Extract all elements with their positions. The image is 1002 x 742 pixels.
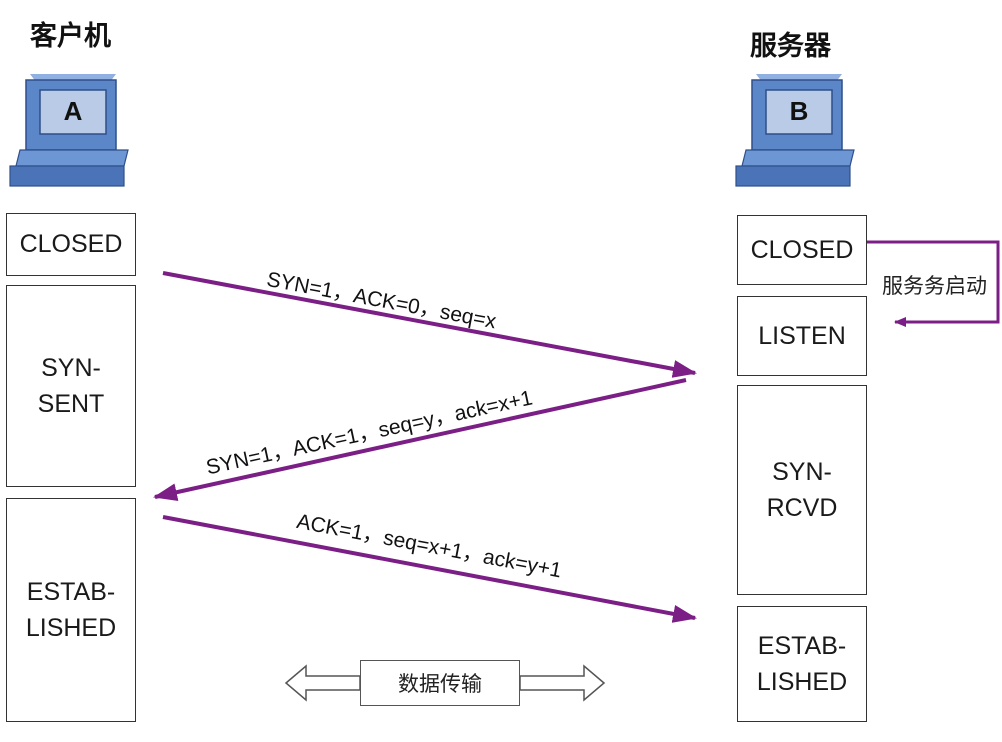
- syn-arrow: [162, 271, 697, 378]
- client-state-syn-sent-line1: SYN-: [41, 353, 101, 382]
- left-transfer-arrow-icon: [284, 664, 361, 702]
- client-state-syn-sent-line2: SENT: [37, 390, 105, 418]
- server-state-listen-label: LISTEN: [758, 321, 846, 350]
- client-computer-icon: A: [9, 74, 129, 187]
- client-state-closed: CLOSED: [6, 213, 136, 276]
- server-state-established-line2: LISHED: [756, 668, 848, 696]
- client-state-established-line2: LISHED: [25, 614, 117, 642]
- server-state-syn-rcvd-line1: SYN-: [772, 457, 832, 486]
- server-state-syn-rcvd-line2: RCVD: [766, 494, 838, 522]
- server-state-syn-rcvd: SYN- RCVD: [737, 385, 867, 595]
- server-title: 服务器: [750, 31, 831, 62]
- data-transfer-label: 数据传输: [360, 660, 520, 706]
- server-state-closed-label: CLOSED: [750, 235, 854, 264]
- right-transfer-arrow-icon: [519, 664, 606, 702]
- server-state-closed: CLOSED: [737, 215, 867, 285]
- server-computer-icon: B: [735, 74, 855, 187]
- client-state-syn-sent: SYN- SENT: [6, 285, 136, 487]
- server-letter: B: [790, 96, 809, 126]
- client-state-established-line1: ESTAB-: [26, 577, 116, 606]
- server-state-established-line1: ESTAB-: [757, 631, 847, 660]
- client-title: 客户机: [30, 21, 111, 52]
- client-state-closed-label: CLOSED: [19, 230, 123, 259]
- server-state-established: ESTAB- LISHED: [737, 606, 867, 722]
- server-startup-label: 服务务启动: [882, 274, 987, 298]
- server-startup-connector: [867, 240, 1000, 327]
- server-state-listen: LISTEN: [737, 296, 867, 376]
- ack-arrow: [162, 515, 697, 623]
- client-letter: A: [64, 96, 83, 126]
- syn-ack-arrow: [153, 378, 687, 502]
- client-state-established: ESTAB- LISHED: [6, 498, 136, 722]
